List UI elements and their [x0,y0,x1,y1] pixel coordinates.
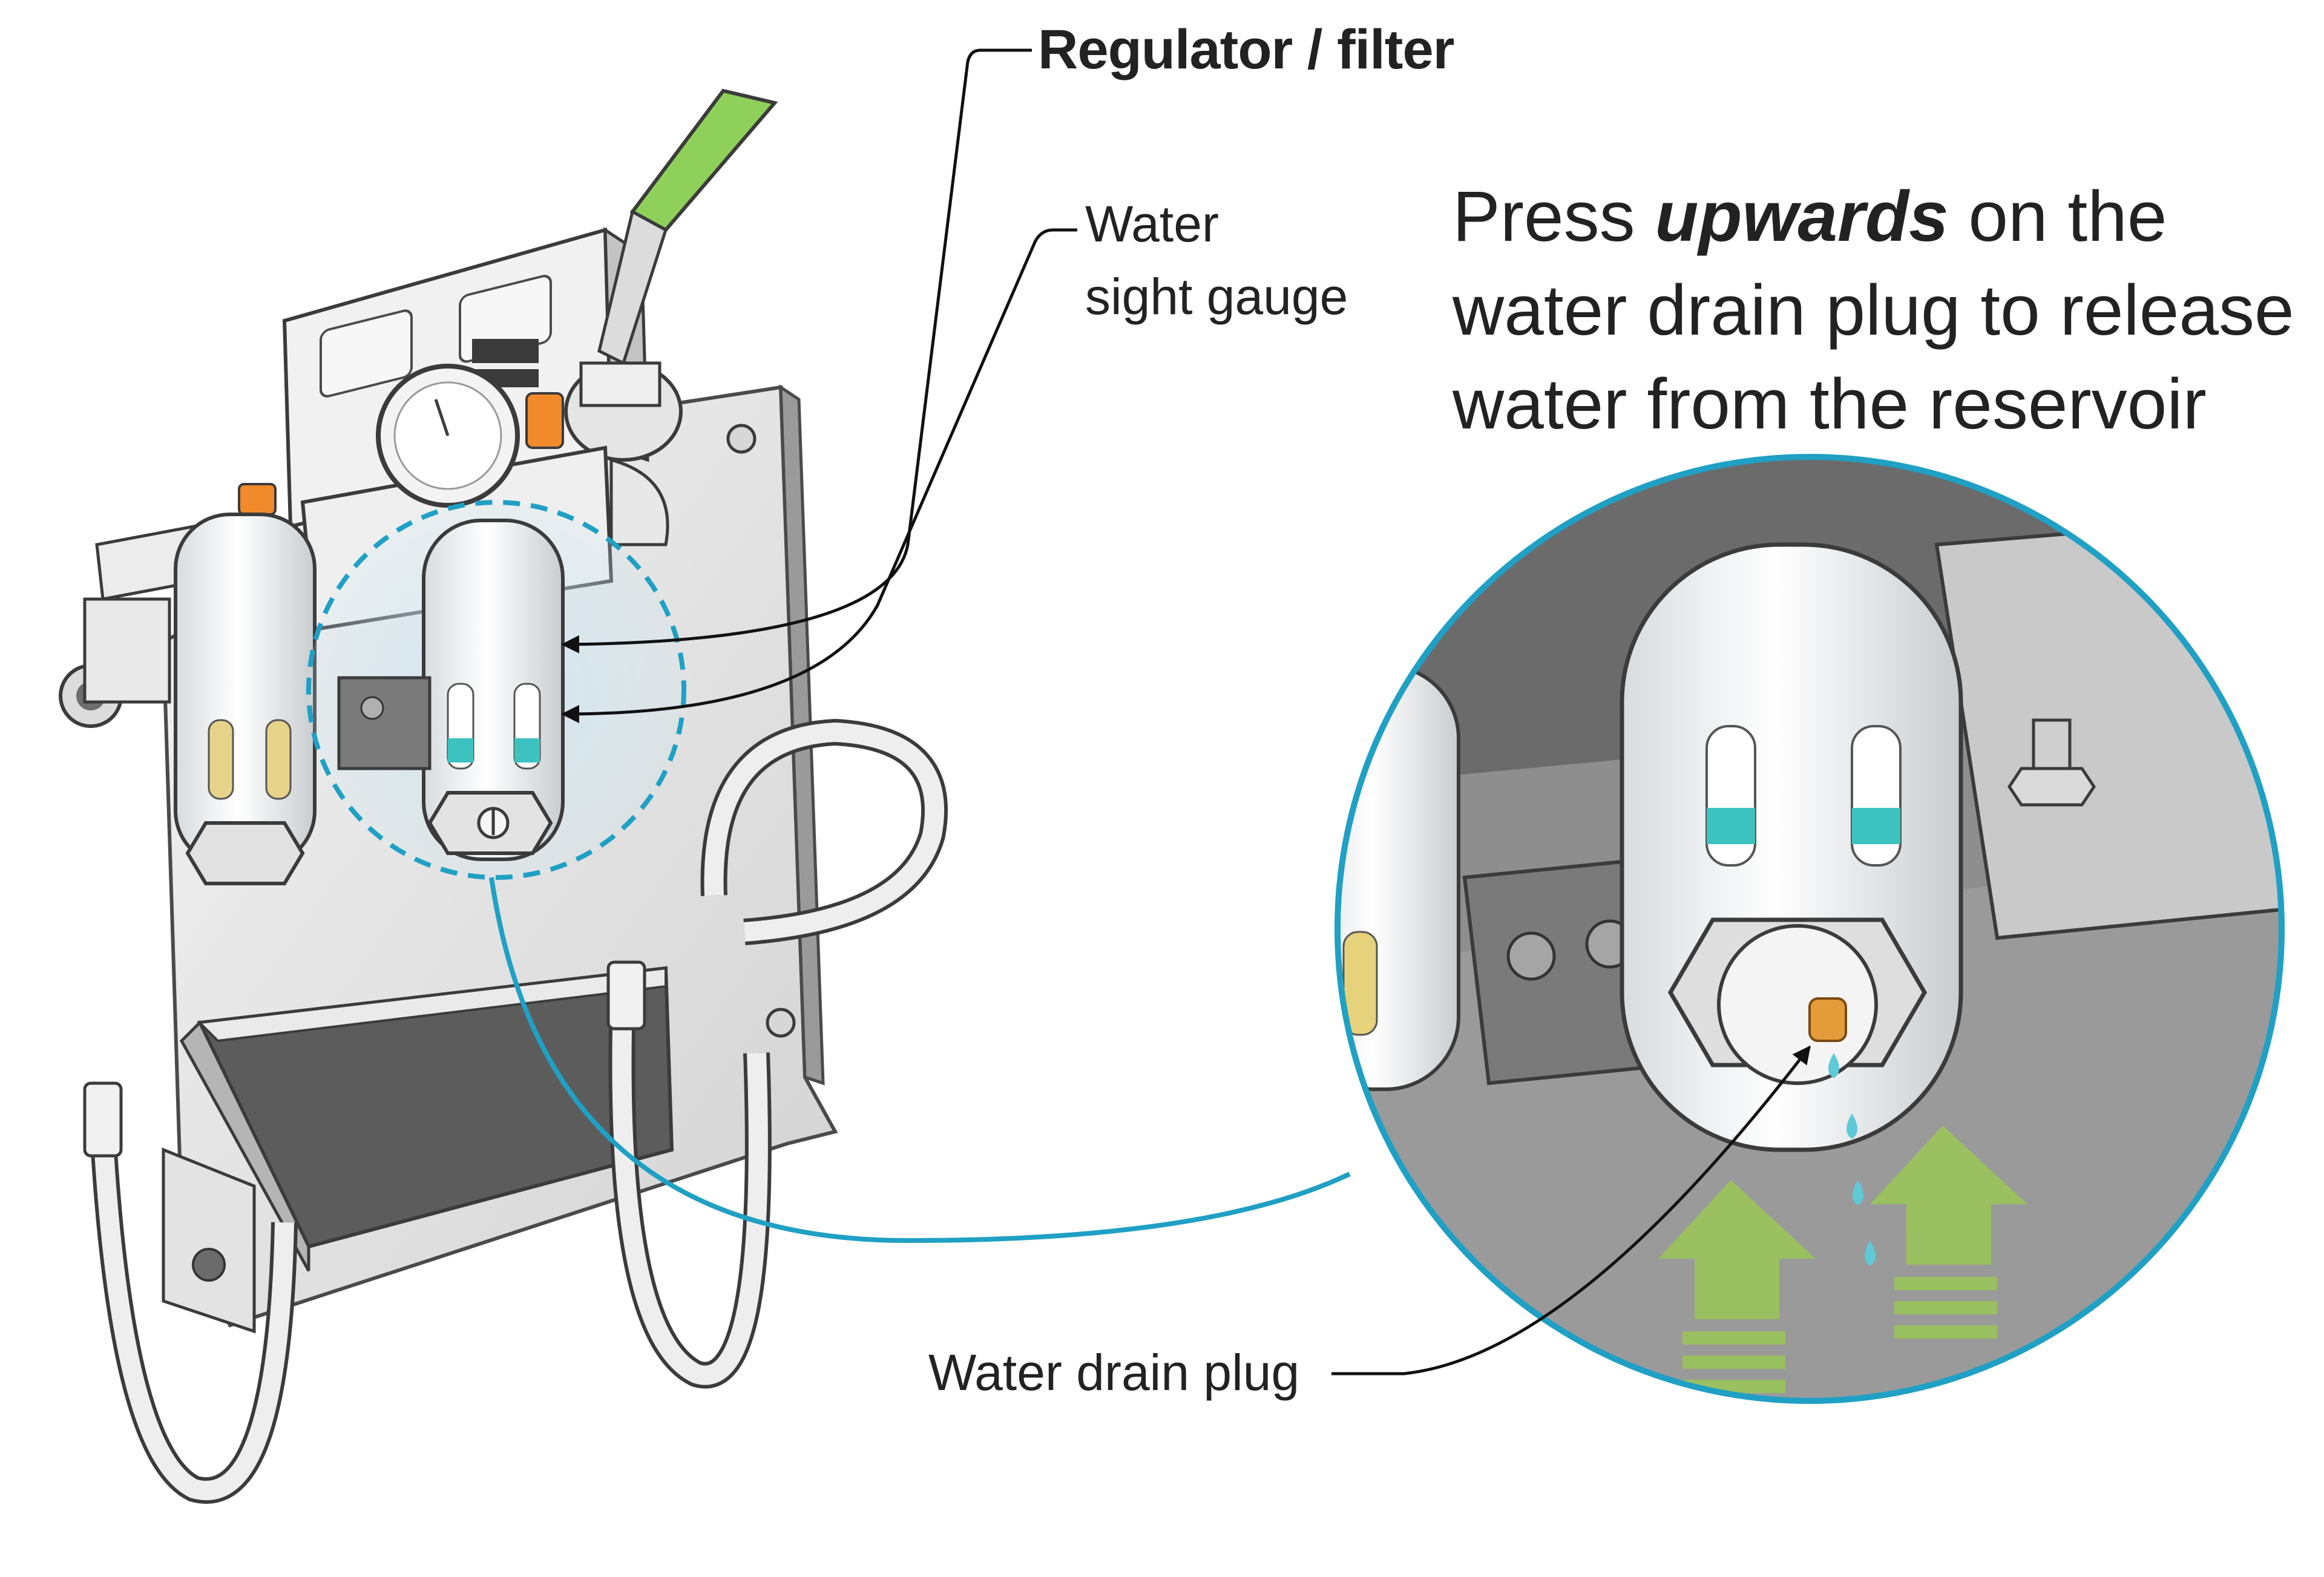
leader-regulator [561,48,1032,654]
main-assembly [59,88,948,1504]
upward-arrow-icon [1870,1126,2027,1339]
orange-fitting [525,392,564,449]
valve-handle [629,88,778,232]
water-drop-icon [1828,1053,1839,1078]
label-water-sight-gauge-line2: sight gauge [1085,268,1348,325]
drain-plug [1808,997,1847,1042]
water-drop-icon [1846,1113,1857,1139]
leader-sight-gauge [561,228,1077,723]
instruction-line-2: water drain plug to release [1452,270,2294,350]
instruction-emphasis: upwards [1655,177,1949,257]
water-drop-icon [1865,1241,1876,1266]
orange-fitting [238,483,277,516]
left-filter-bowl [174,513,317,867]
screw-icon [766,1008,796,1038]
instruction-line-3: water from the reservoir [1452,364,2207,444]
leader-drain-plug [1331,1045,1811,1375]
instruction-line-1: Press upwards on the [1452,175,2167,258]
upward-arrow-icon [1658,1180,1816,1393]
zoom-ring [1334,454,2285,1404]
screw-icon [726,424,757,454]
label-regulator-filter: Regulator / filter [1038,19,1454,80]
zoom-detail [1334,454,2285,1404]
label-water-sight-gauge-line1: Water [1085,195,1219,252]
water-drop-icon [1853,1180,1863,1205]
callout-connector [489,877,1351,1244]
instruction-text: Press [1452,177,1655,257]
instruction-text: on the [1948,177,2167,257]
label-water-drain-plug: Water drain plug [928,1344,1300,1401]
